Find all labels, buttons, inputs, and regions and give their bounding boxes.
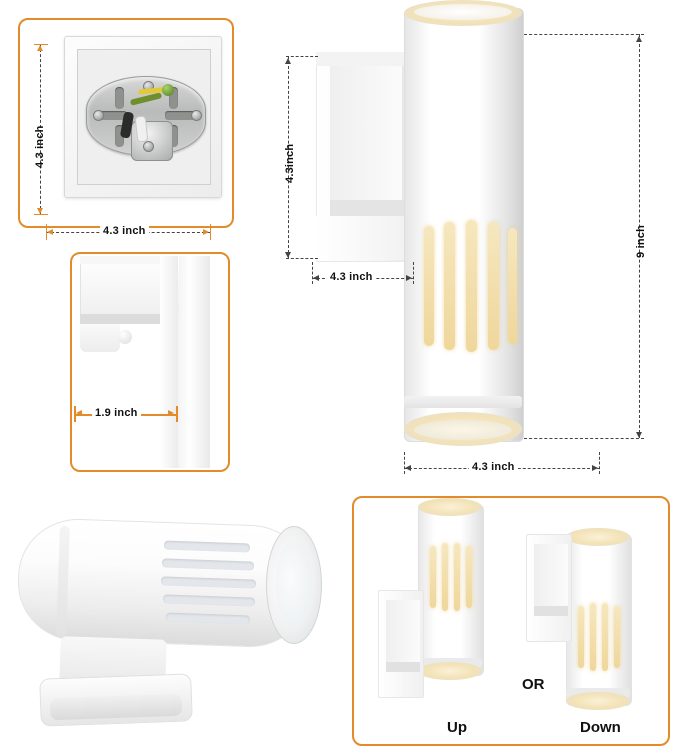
jbox-height-arrow-down	[37, 208, 43, 214]
fixture-diameter-guide-left	[404, 452, 405, 474]
bracket-slot	[115, 125, 124, 147]
main-cylinder-body	[404, 8, 524, 442]
fixture-height-arrow-up	[636, 36, 642, 42]
jbox-height-label: 4.3 inch	[34, 125, 46, 168]
backplate-height-label: 4.3inch	[284, 143, 296, 183]
fixture-height-label: 9 inch	[635, 225, 647, 258]
angled-base-lip	[49, 693, 183, 721]
down-vent-slot	[602, 603, 608, 671]
main-backplate-top	[316, 52, 412, 66]
junction-box-plate	[64, 36, 222, 198]
bracket-lip	[80, 324, 120, 352]
down-fixture-body	[566, 534, 632, 706]
fixture-diameter-arrow-right	[592, 465, 598, 471]
bracket-slot	[169, 87, 178, 109]
main-backplate-lower	[316, 216, 412, 260]
backplate-width-label: 4.3 inch	[327, 271, 376, 283]
up-fixture-backplate-recess	[386, 600, 420, 670]
main-backplate-recess	[330, 66, 403, 216]
down-fixture-backplate-recess	[534, 544, 568, 614]
up-fixture-body	[418, 504, 484, 676]
bracket-depth-tick-right	[176, 406, 178, 422]
bracket-depth-tick-left	[74, 406, 76, 422]
backplate-width-arrow-right	[406, 275, 412, 281]
down-fixture-bottom-aperture	[566, 692, 630, 710]
backplate-height-dim-line	[288, 56, 289, 258]
fixture-diameter-guide-right	[599, 452, 600, 474]
fixture-height-guide-top	[524, 34, 644, 35]
main-bottom-ring	[404, 396, 522, 408]
vent-slot	[466, 220, 477, 352]
up-fixture-backplate-ledge	[386, 662, 420, 672]
vent-slot	[508, 228, 517, 344]
jbox-width-arrow-left	[47, 229, 53, 235]
bracket-back-plate	[160, 256, 178, 468]
bracket-slot	[165, 111, 195, 120]
vent-slot	[488, 222, 499, 350]
bracket-screw	[93, 110, 104, 121]
fixture-diameter-label: 4.3 inch	[469, 461, 518, 473]
bracket-depth-arrow-right	[168, 410, 174, 416]
up-vent-slot	[466, 546, 472, 608]
fixture-diameter-arrow-left	[405, 465, 411, 471]
down-vent-slot	[614, 606, 620, 668]
main-bottom-lens	[414, 420, 512, 440]
bracket-slot	[169, 125, 178, 147]
main-top-lens	[414, 4, 512, 20]
jbox-height-tick-top	[34, 44, 48, 45]
down-fixture-backplate-ledge	[534, 606, 568, 616]
main-backplate-ledge	[330, 200, 404, 216]
down-vent-slot	[590, 603, 596, 671]
up-vent-slot	[454, 543, 460, 611]
fixture-height-guide-bottom	[524, 438, 644, 439]
fixture-height-arrow-down	[636, 432, 642, 438]
backplate-width-guide-right	[413, 262, 414, 284]
up-vent-slot	[442, 543, 448, 611]
wire-nut-green	[162, 84, 174, 96]
junction-box-recess	[77, 49, 211, 185]
backplate-height-arrow-down	[285, 252, 291, 258]
backplate-width-guide-left	[312, 262, 313, 284]
orientation-or-label: OR	[522, 676, 545, 693]
bracket-slot	[115, 87, 124, 109]
backplate-height-guide-bottom	[286, 258, 318, 259]
bracket-knob	[118, 330, 132, 344]
up-fixture-top-aperture	[418, 498, 482, 516]
jbox-width-arrow-right	[203, 229, 209, 235]
bracket-depth-label: 1.9 inch	[92, 407, 141, 419]
backplate-height-guide-top	[286, 56, 318, 57]
fixture-height-dim-line	[639, 34, 640, 438]
jbox-width-tick-left	[46, 224, 47, 240]
backplate-height-arrow-up	[285, 58, 291, 64]
vent-slot	[444, 222, 455, 350]
backplate-width-arrow-left	[313, 275, 319, 281]
bracket-top-highlight	[80, 256, 178, 264]
jbox-height-tick-bottom	[34, 214, 48, 215]
jbox-width-label: 4.3 inch	[100, 225, 149, 237]
angled-product-photo	[14, 500, 334, 736]
jbox-width-tick-right	[210, 224, 211, 240]
up-vent-slot	[430, 546, 436, 608]
bracket-screw	[143, 141, 154, 152]
angled-lens-inner	[276, 540, 312, 628]
jbox-height-dim-line	[40, 44, 41, 214]
bracket-screw	[191, 110, 202, 121]
jbox-height-arrow-up	[37, 45, 43, 51]
bracket-slot	[97, 111, 127, 120]
down-vent-slot	[578, 606, 584, 668]
orientation-down-label: Down	[580, 719, 621, 736]
wall-surface	[176, 256, 210, 468]
bracket-depth-panel	[70, 252, 230, 472]
up-fixture-bottom-aperture	[418, 662, 482, 680]
down-fixture-top-aperture	[566, 528, 630, 546]
bracket-shadow-edge	[80, 314, 178, 324]
vent-slot	[424, 226, 434, 346]
orientation-panel	[352, 496, 670, 746]
bracket-depth-arrow-left	[76, 410, 82, 416]
orientation-up-label: Up	[447, 719, 467, 736]
